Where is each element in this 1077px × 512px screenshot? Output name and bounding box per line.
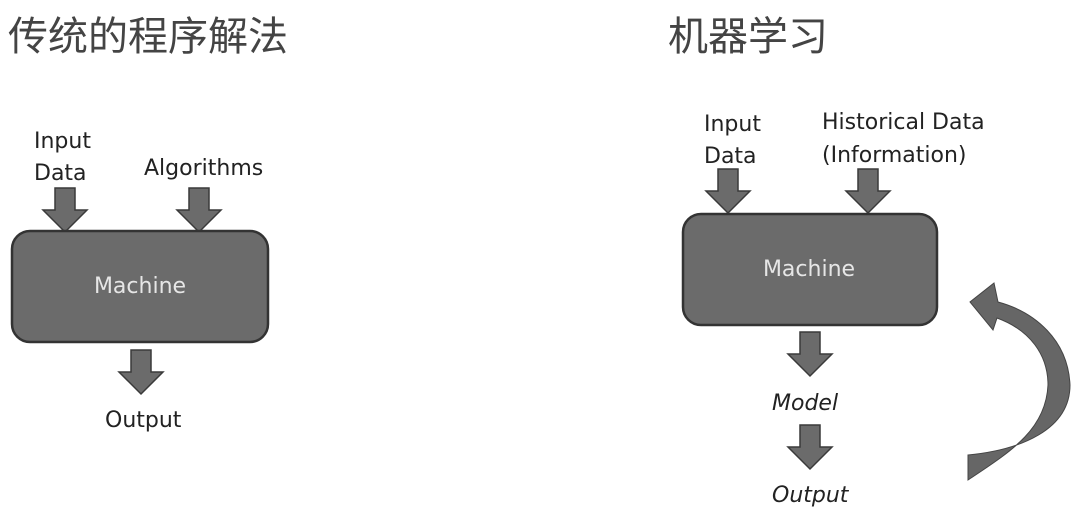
machine-box: [681, 212, 939, 327]
historical-data-label: Historical Data: [822, 110, 985, 135]
feedback-curved-arrow-icon: [967, 282, 1071, 481]
algorithms-label: Algorithms: [144, 156, 263, 181]
machine-box: [10, 229, 270, 344]
algorithms-arrow-icon: [176, 187, 222, 233]
data-label: Data: [704, 144, 757, 169]
input-label: Input: [34, 129, 91, 154]
traditional-programming-panel: 传统的程序解法 Input Data Algorithms Machine Ou…: [8, 14, 288, 433]
data-label: Data: [34, 161, 87, 186]
information-label: (Information): [822, 143, 967, 168]
machine-label: Machine: [763, 257, 855, 282]
model-arrow-icon: [787, 331, 833, 377]
machine-learning-panel: 机器学习 Input Data Historical Data (Informa…: [668, 14, 1071, 508]
left-title: 传统的程序解法: [8, 14, 288, 60]
output-label: Output: [772, 483, 850, 508]
historical-arrow-icon: [845, 168, 891, 214]
machine-label: Machine: [94, 274, 186, 299]
output-arrow-icon: [118, 349, 164, 395]
input-arrow-icon: [42, 187, 88, 233]
output-label: Output: [105, 408, 182, 433]
model-label: Model: [772, 391, 838, 416]
input-arrow-icon: [705, 168, 751, 214]
input-label: Input: [704, 112, 761, 137]
output-arrow-icon: [787, 424, 833, 470]
right-title: 机器学习: [668, 14, 828, 60]
